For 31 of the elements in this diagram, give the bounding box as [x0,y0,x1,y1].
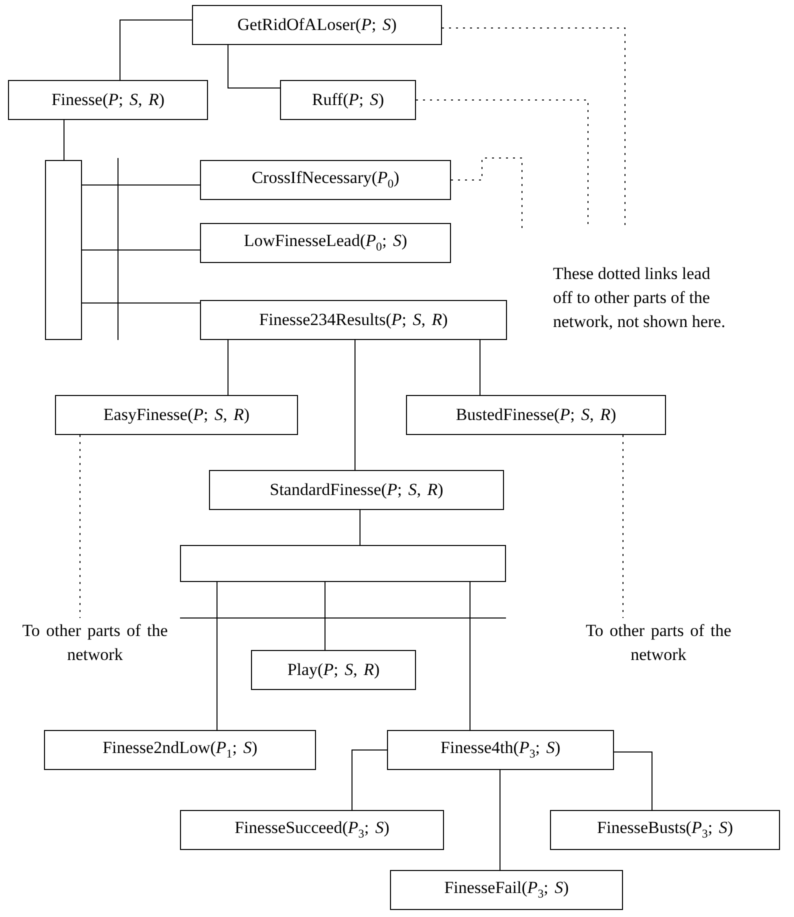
bar [45,160,82,340]
connector-line [354,340,356,470]
task-box: Play(P; S, R) [251,650,416,690]
task-box: StandardFinesse(P; S, R) [209,470,504,510]
connector-line [82,184,200,186]
note-text: To other parts of the network [576,618,741,668]
task-box: Finesse4th(P$_{3}$; S) [387,730,614,770]
task-box: Finesse234Results(P; S, R) [200,300,507,340]
connector-line [82,302,200,304]
task-box: Finesse(P; S, R) [8,80,208,120]
connector-line [352,750,388,810]
connector-line [120,20,192,80]
task-box: FinesseBusts(P$_{3}$; S) [550,810,780,850]
note-text: These dotted links lead off to other parts of the network, not shown here. [553,263,726,333]
task-box: LowFinesseLead(P$_{0}$; S) [200,223,451,263]
task-box: Ruff(P; S) [280,80,416,120]
connector-line [450,158,522,228]
task-box: EasyFinesse(P; S, R) [55,395,298,435]
task-box: FinesseSucceed(P$_{3}$; S) [180,810,444,850]
task-box: BustedFinesse(P; S, R) [406,395,666,435]
connector-line [216,582,218,730]
connector-line [614,752,652,810]
task-box: CrossIfNecessary(P$_{0}$) [200,160,451,200]
connector-line [622,434,624,618]
connector-line [324,582,326,650]
connector-line [228,44,280,88]
task-box: Finesse2ndLow(P$_{1}$; S) [44,730,316,770]
task-box: FinesseFail(P$_{3}$; S) [390,870,623,910]
note-text: To other parts of the network [20,618,170,668]
bar [180,545,506,582]
task-box: GetRidOfALoser(P; S) [192,5,442,45]
